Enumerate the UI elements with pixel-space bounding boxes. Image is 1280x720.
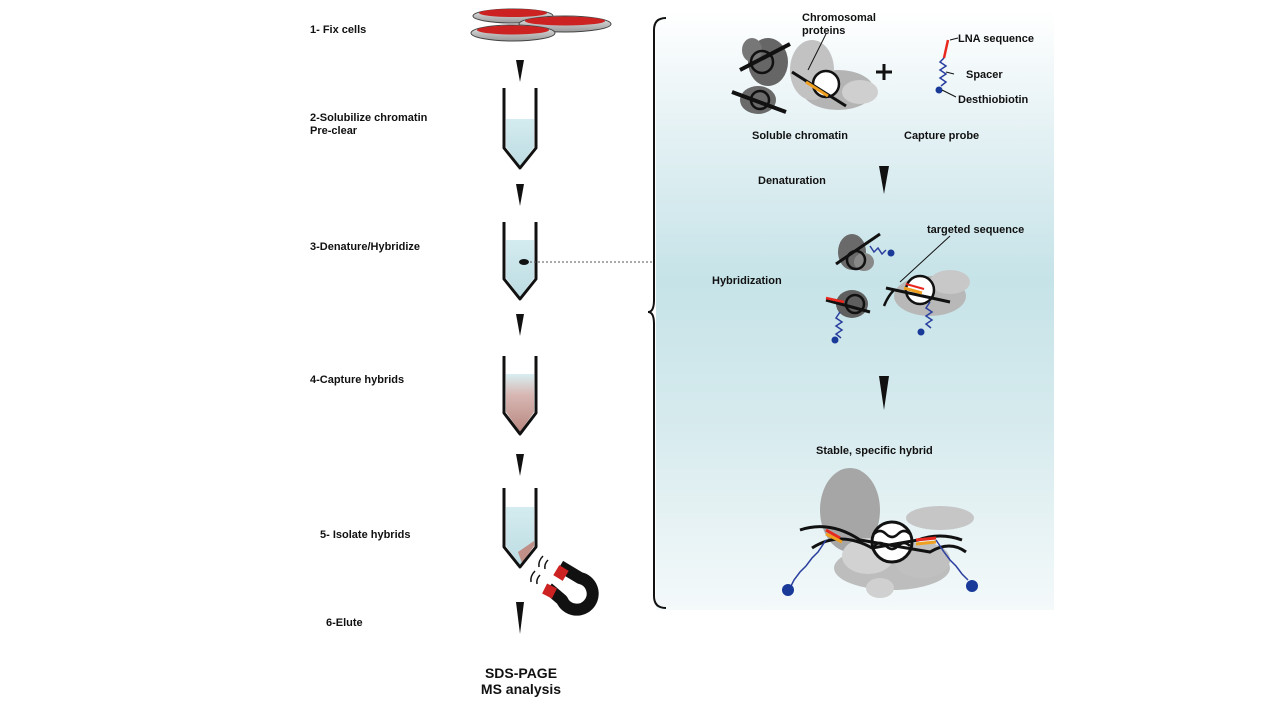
tube-capture-icon — [502, 356, 538, 436]
step-4-label: 4-Capture hybrids — [310, 374, 405, 386]
final-analysis-label: SDS-PAGE MS analysis — [480, 665, 562, 697]
capture-probe-label: Capture probe — [904, 130, 980, 142]
tube-solubilize-icon — [502, 88, 538, 170]
soluble-chromatin-icon — [731, 33, 878, 114]
bracket — [647, 17, 667, 609]
step-6-label: 6-Elute — [326, 617, 363, 629]
targeted-sequence-label: targeted sequence — [927, 224, 1025, 236]
spacer-label: Spacer — [966, 69, 1003, 81]
chromosomal-proteins-label: Chromosomal proteins — [802, 12, 876, 37]
tube-hybridize-icon — [502, 222, 538, 301]
step-2-label: 2-Solubilize chromatin Pre-clear — [310, 112, 428, 137]
tube-isolate-icon — [502, 488, 538, 569]
step-1-label: 1- Fix cells — [310, 24, 367, 36]
stable-hybrid-label: Stable, specific hybrid — [816, 445, 933, 457]
hybridization-icon — [825, 232, 970, 344]
panel-arrows — [879, 166, 889, 410]
capture-probe-icon — [935, 37, 959, 98]
soluble-chromatin-label: Soluble chromatin — [752, 130, 848, 142]
stable-hybrid-icon — [782, 468, 978, 598]
hybridization-label: Hybridization — [712, 275, 782, 287]
magnet-icon — [530, 555, 599, 616]
denaturation-label: Denaturation — [758, 175, 826, 187]
step-3-label: 3-Denature/Hybridize — [310, 241, 421, 253]
lna-sequence-label: LNA sequence — [958, 33, 1035, 45]
plus-sign — [876, 64, 892, 80]
desthiobiotin-label: Desthiobiotin — [958, 94, 1029, 106]
step-arrows — [516, 60, 524, 634]
step-5-label: 5- Isolate hybrids — [320, 529, 411, 541]
petri-dishes-icon — [470, 8, 612, 42]
